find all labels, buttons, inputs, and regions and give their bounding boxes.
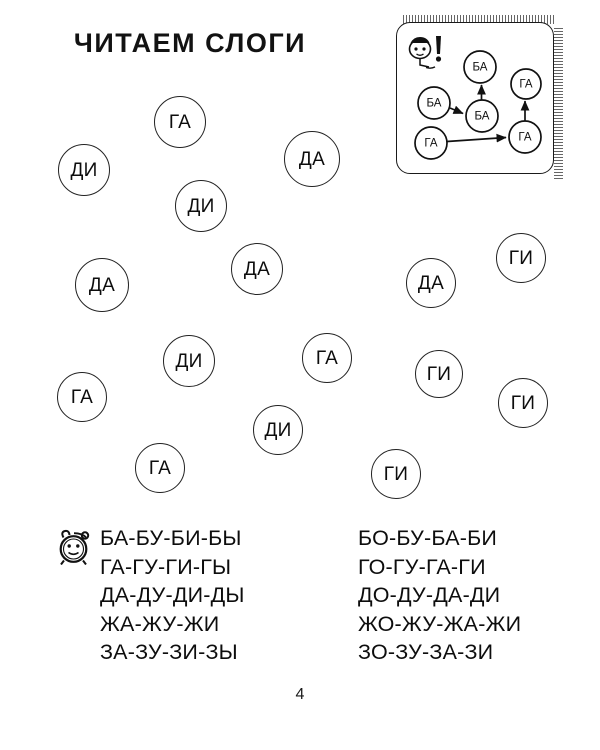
syllable-circle[interactable]: ГА bbox=[154, 96, 206, 148]
example-illustration-box: БА ГА БА БА ГА ГА bbox=[396, 15, 563, 180]
syllable-circle-field: ГА ДА ДИ ДИ ДА ГИ ДА ДА ДИ ГА ГИ ГА ГИ ДИ ГА ГИ bbox=[57, 96, 548, 499]
page-number: 4 bbox=[295, 686, 305, 703]
syllable-circle-label: ДА bbox=[88, 274, 116, 296]
syllable-circle-label: ГА bbox=[168, 111, 192, 133]
syllable-chain-line: БО-БУ-БА-БИ bbox=[358, 526, 498, 550]
syllable-circle-label: ГИ bbox=[383, 463, 409, 485]
syllable-chain-line: ЖА-ЖУ-ЖИ bbox=[100, 611, 220, 636]
syllable-circle[interactable]: ДА bbox=[231, 243, 283, 295]
syllable-circle-label: ДИ bbox=[70, 159, 98, 181]
syllable-circle-label: ГИ bbox=[508, 247, 534, 269]
syllable-circle[interactable]: ДА bbox=[75, 258, 129, 312]
example-node: ГА bbox=[414, 126, 448, 160]
example-node: БА bbox=[465, 99, 499, 133]
page-title: ЧИТАЕМ СЛОГИ bbox=[73, 28, 307, 58]
example-node-label: ГА bbox=[424, 138, 437, 150]
syllable-circle-label: ДИ bbox=[264, 419, 292, 441]
chain-column-left: БА-БУ-БИ-БЫ ГА-ГУ-ГИ-ГЫ ДА-ДУ-ДИ-ДЫ ЖА-ЖУ-Ж… bbox=[100, 524, 245, 667]
syllable-circle[interactable]: ДИ bbox=[163, 335, 215, 387]
syllable-chain-line: ЖО-ЖУ-ЖА-ЖИ bbox=[358, 611, 522, 636]
syllable-circle[interactable]: ДИ bbox=[58, 144, 110, 196]
example-node: БА bbox=[417, 86, 451, 120]
example-node-label: ГА bbox=[519, 79, 532, 91]
example-node: ГА bbox=[508, 120, 542, 154]
syllable-circle[interactable]: ГИ bbox=[496, 233, 546, 283]
example-node: ГА bbox=[510, 68, 542, 100]
syllable-chain-line: БА-БУ-БИ-БЫ bbox=[100, 526, 242, 550]
syllable-circle-label: ДА bbox=[417, 272, 445, 294]
syllable-circle-label: ДИ bbox=[187, 195, 215, 217]
syllable-circle-label: ГИ bbox=[426, 363, 452, 385]
syllable-chain-line: ЗО-ЗУ-ЗА-ЗИ bbox=[358, 640, 494, 665]
exclamation-mark-icon bbox=[435, 36, 442, 62]
syllable-circle-label: ДА bbox=[298, 148, 326, 170]
syllable-chain-line: ДО-ДУ-ДА-ДИ bbox=[358, 583, 501, 608]
syllable-circle-label: ГА bbox=[70, 386, 94, 408]
syllable-circle-label: ГИ bbox=[510, 392, 536, 414]
syllable-circle[interactable]: ДИ bbox=[253, 405, 303, 455]
syllable-circle[interactable]: ГА bbox=[302, 333, 352, 383]
example-node-label: БА bbox=[427, 98, 442, 110]
syllable-circle[interactable]: ДИ bbox=[175, 180, 227, 232]
syllable-circle[interactable]: ГИ bbox=[371, 449, 421, 499]
syllable-circle[interactable]: ДА bbox=[406, 258, 456, 308]
syllable-circle[interactable]: ДА bbox=[284, 131, 340, 187]
syllable-chain-lists: БА-БУ-БИ-БЫ ГА-ГУ-ГИ-ГЫ ДА-ДУ-ДИ-ДЫ ЖА-ЖУ-Ж… bbox=[0, 524, 600, 674]
syllable-circle[interactable]: ГА bbox=[135, 443, 185, 493]
syllable-circle-label: ГА bbox=[148, 457, 172, 479]
syllable-circle-label: ГА bbox=[315, 347, 339, 369]
syllable-circle[interactable]: ГИ bbox=[498, 378, 548, 428]
syllable-chain-line: ДА-ДУ-ДИ-ДЫ bbox=[100, 583, 245, 608]
child-face-icon bbox=[408, 37, 436, 69]
syllable-chain-line: ГО-ГУ-ГА-ГИ bbox=[358, 554, 486, 579]
example-node-label: ГА bbox=[518, 132, 531, 144]
syllable-chain-line: ЗА-ЗУ-ЗИ-ЗЫ bbox=[100, 640, 238, 665]
box-shadow-hatch-right bbox=[554, 28, 563, 180]
example-node: БА bbox=[463, 50, 497, 84]
box-shadow-hatch-top bbox=[403, 15, 555, 24]
example-diagram: БА ГА БА БА ГА ГА bbox=[408, 36, 542, 160]
syllable-chain-line: ГА-ГУ-ГИ-ГЫ bbox=[100, 554, 232, 579]
syllable-circle[interactable]: ГА bbox=[57, 372, 107, 422]
chain-column-right: БО-БУ-БА-БИ ГО-ГУ-ГА-ГИ ДО-ДУ-ДА-ДИ ЖО-ЖУ-Ж… bbox=[358, 524, 521, 667]
example-arrows bbox=[446, 84, 530, 143]
example-node-label: БА bbox=[475, 111, 490, 123]
syllable-circle-label: ДА bbox=[243, 258, 271, 280]
alarm-clock-icon bbox=[59, 529, 90, 565]
syllable-circle[interactable]: ГИ bbox=[415, 350, 463, 398]
example-node-label: БА bbox=[473, 62, 488, 74]
syllable-circle-label: ДИ bbox=[175, 350, 203, 372]
